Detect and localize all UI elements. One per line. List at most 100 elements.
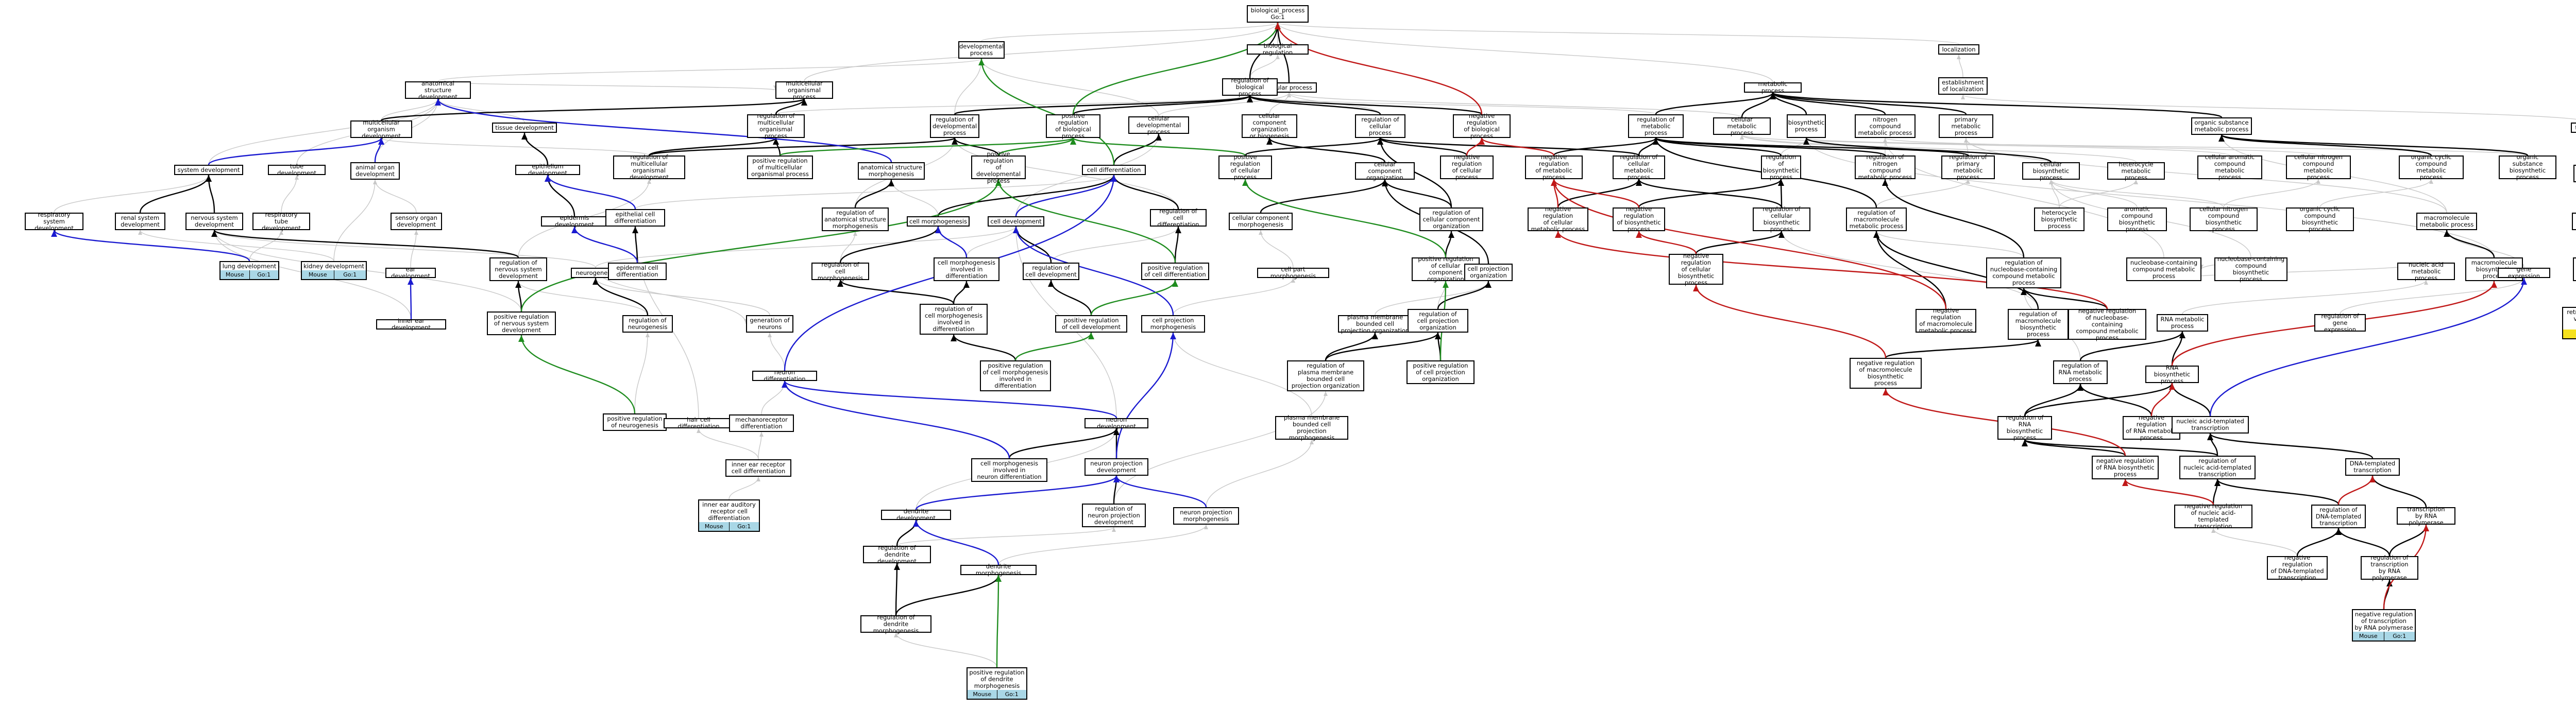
go-term-node[interactable]: regulation of neurogenesis: [622, 315, 673, 333]
go-term-node[interactable]: negative regulation of macromolecule bio…: [1850, 358, 1922, 389]
go-term-node[interactable]: regulation of primary metabolic process: [1941, 154, 1995, 181]
go-term-node[interactable]: cellular component morphogenesis: [1229, 213, 1293, 230]
go-term-node[interactable]: nucleic acid metabolic process: [2397, 261, 2455, 281]
go-term-node[interactable]: negative regulation of cellular metaboli…: [1528, 206, 1588, 233]
go-term-node[interactable]: anatomical structure morphogenesis: [858, 162, 925, 180]
go-term-node[interactable]: organic cyclic compound metabolic proces…: [2399, 154, 2464, 181]
go-term-node[interactable]: regulation of biosynthetic process: [1761, 154, 1801, 181]
go-term-node[interactable]: negative regulation of transcription by …: [2352, 609, 2416, 642]
go-term-node[interactable]: cellular component organization: [1355, 161, 1415, 181]
go-term-node[interactable]: negative regulation of cellular biosynth…: [1669, 252, 1723, 286]
go-term-node[interactable]: nucleic acid-templated transcription: [2172, 416, 2249, 434]
go-term-node[interactable]: system development: [174, 165, 243, 175]
go-term-node[interactable]: positive regulation of cellular process: [1218, 154, 1272, 181]
go-term-node[interactable]: multicellular organismal process: [775, 80, 833, 100]
go-term-node[interactable]: negative regulation of metabolic process: [1525, 154, 1583, 181]
go-term-node[interactable]: regulation of developmental process: [930, 114, 979, 138]
go-term-node[interactable]: positive regulation of cell projection o…: [1406, 360, 1475, 384]
go-term-node[interactable]: positive regulation of nervous system de…: [487, 311, 556, 335]
go-term-node[interactable]: multicellular organism development: [350, 119, 412, 139]
go-term-node[interactable]: RNA metabolic process: [2157, 314, 2208, 332]
go-term-node[interactable]: DNA-templated transcription: [2345, 458, 2400, 476]
go-term-node[interactable]: regulation of nitrogen compound metaboli…: [1855, 154, 1916, 181]
go-term-node[interactable]: regulation of dendrite morphogenesis: [860, 614, 931, 634]
go-term-node[interactable]: negative regulation of nucleic acid-temp…: [2174, 503, 2252, 530]
go-term-node[interactable]: hair cell differentiation: [664, 417, 734, 430]
go-term-node[interactable]: RNA biosynthetic process: [2145, 364, 2199, 384]
go-term-node[interactable]: plasma membrane bounded cell projection …: [1275, 414, 1348, 441]
go-term-node[interactable]: heterocycle metabolic process: [2107, 161, 2165, 181]
go-term-node[interactable]: regulation of nervous system development: [489, 257, 547, 281]
go-term-node[interactable]: regulation of RNA biosynthetic process: [1997, 414, 2052, 441]
go-term-node[interactable]: neuron development: [1084, 417, 1148, 430]
go-term-node[interactable]: nervous system development: [185, 213, 243, 230]
go-term-node[interactable]: negative regulation of cellular process: [1440, 154, 1494, 181]
go-term-node[interactable]: negative regulation of biological proces…: [1453, 113, 1511, 140]
go-term-node[interactable]: neuron projection morphogenesis: [1173, 507, 1239, 525]
go-term-node[interactable]: gene expression: [2498, 266, 2550, 280]
go-term-node[interactable]: biological regulation: [1247, 43, 1309, 56]
go-term-node[interactable]: regulation of cellular process: [1355, 114, 1405, 138]
go-term-node[interactable]: cellular nitrogen compound biosynthetic …: [2190, 206, 2258, 233]
go-term-node[interactable]: epithelium development: [515, 163, 580, 177]
go-term-node[interactable]: negative regulation of DNA-templated tra…: [2267, 555, 2328, 581]
go-term-node[interactable]: mechanoreceptor differentiation: [729, 414, 794, 432]
go-term-node[interactable]: cell part morphogenesis: [1257, 266, 1329, 280]
go-term-node[interactable]: cell development: [988, 216, 1044, 227]
go-term-node[interactable]: inner ear auditory receptor cell differe…: [698, 499, 760, 532]
go-term-node[interactable]: positive regulation of neurogenesis: [603, 413, 667, 431]
go-term-node[interactable]: neuron projection development: [1084, 458, 1148, 476]
go-term-node[interactable]: cell projection organization: [1464, 264, 1513, 281]
go-term-node[interactable]: negative regulation of macromolecule met…: [1916, 307, 1976, 334]
go-term-node[interactable]: regulation of cellular metabolic process: [1613, 154, 1665, 181]
go-term-node[interactable]: regulation of plasma membrane bounded ce…: [1287, 360, 1364, 391]
go-term-node[interactable]: intra-Golgi vesicle-mediated transport: [2573, 257, 2576, 281]
go-term-node[interactable]: cell projection morphogenesis: [1141, 315, 1205, 333]
go-term-node[interactable]: epidermal cell differentiation: [608, 263, 667, 280]
go-term-node[interactable]: regulation of cellular component organiz…: [1419, 207, 1483, 231]
go-term-node[interactable]: nitrogen compound metabolic process: [1855, 114, 1916, 138]
go-term-node[interactable]: regulation of dendrite development: [863, 544, 931, 564]
go-term-node[interactable]: ear development: [385, 266, 436, 280]
go-term-node[interactable]: dendrite morphogenesis: [960, 563, 1037, 577]
go-term-node[interactable]: epidermis development: [541, 215, 608, 228]
go-term-node[interactable]: positive regulation of cell morphogenesi…: [980, 360, 1051, 391]
go-term-node[interactable]: negative regulation of biosynthetic proc…: [1613, 206, 1665, 233]
go-term-node[interactable]: biosynthetic process: [1787, 114, 1826, 138]
go-term-node[interactable]: cellular nitrogen compound metabolic pro…: [2286, 154, 2351, 181]
go-term-node[interactable]: cell morphogenesis involved in neuron di…: [971, 458, 1047, 482]
go-term-node[interactable]: regulation of anatomical structure morph…: [822, 207, 889, 231]
go-term-node[interactable]: negative regulation of RNA biosynthetic …: [2092, 456, 2159, 479]
go-term-node[interactable]: plasma membrane bounded cell projection …: [1338, 314, 1412, 334]
go-term-node[interactable]: organic substance biosynthetic process: [2499, 154, 2556, 181]
go-term-node[interactable]: generation of neurons: [746, 315, 793, 333]
go-term-node[interactable]: respiratory system development: [25, 211, 83, 231]
go-term-node[interactable]: localization: [1938, 44, 1979, 55]
go-term-node[interactable]: organic substance metabolic process: [2191, 117, 2252, 135]
go-term-node[interactable]: renal system development: [115, 213, 165, 230]
go-term-node[interactable]: regulation of macromolecule biosynthetic…: [2008, 309, 2069, 340]
go-term-node[interactable]: cellular biosynthetic process: [2022, 161, 2080, 181]
go-term-node[interactable]: cell differentiation: [1082, 165, 1146, 175]
go-term-node[interactable]: retrograde transport, vesicle recycling …: [2562, 307, 2576, 339]
go-term-node[interactable]: tube development: [268, 163, 326, 177]
go-term-node[interactable]: primary metabolic process: [1939, 114, 1993, 138]
go-term-node[interactable]: regulation of cell differentiation: [1150, 207, 1207, 228]
go-term-node[interactable]: Golgi vesicle transport: [2572, 213, 2576, 230]
go-term-node[interactable]: regulation of cell morphogenesis: [811, 261, 869, 281]
go-term-node[interactable]: cellular metabolic process: [1713, 116, 1771, 136]
go-term-node[interactable]: regulation of multicellular organismal p…: [747, 113, 805, 140]
go-term-node[interactable]: positive regulation of cell differentiat…: [1141, 263, 1209, 280]
go-term-node[interactable]: regulation of gene expression: [2314, 313, 2366, 333]
go-term-node[interactable]: negative regulation of RNA metabolic pro…: [2123, 414, 2180, 441]
go-term-node[interactable]: negative regulation of nucleobase-contai…: [2068, 307, 2146, 341]
go-term-node[interactable]: inner ear development: [376, 318, 446, 331]
go-term-node[interactable]: regulation of cell development: [1023, 263, 1079, 280]
go-term-node[interactable]: organic cyclic compound biosynthetic pro…: [2286, 206, 2354, 233]
go-term-node[interactable]: positive regulation of biological proces…: [1046, 113, 1100, 140]
go-term-node[interactable]: respiratory tube development: [252, 211, 310, 231]
go-term-node[interactable]: biological_process Go:1: [1247, 5, 1309, 23]
go-term-node[interactable]: regulation of cellular biosynthetic proc…: [1753, 206, 1810, 233]
go-term-node[interactable]: developmental process: [958, 41, 1005, 59]
